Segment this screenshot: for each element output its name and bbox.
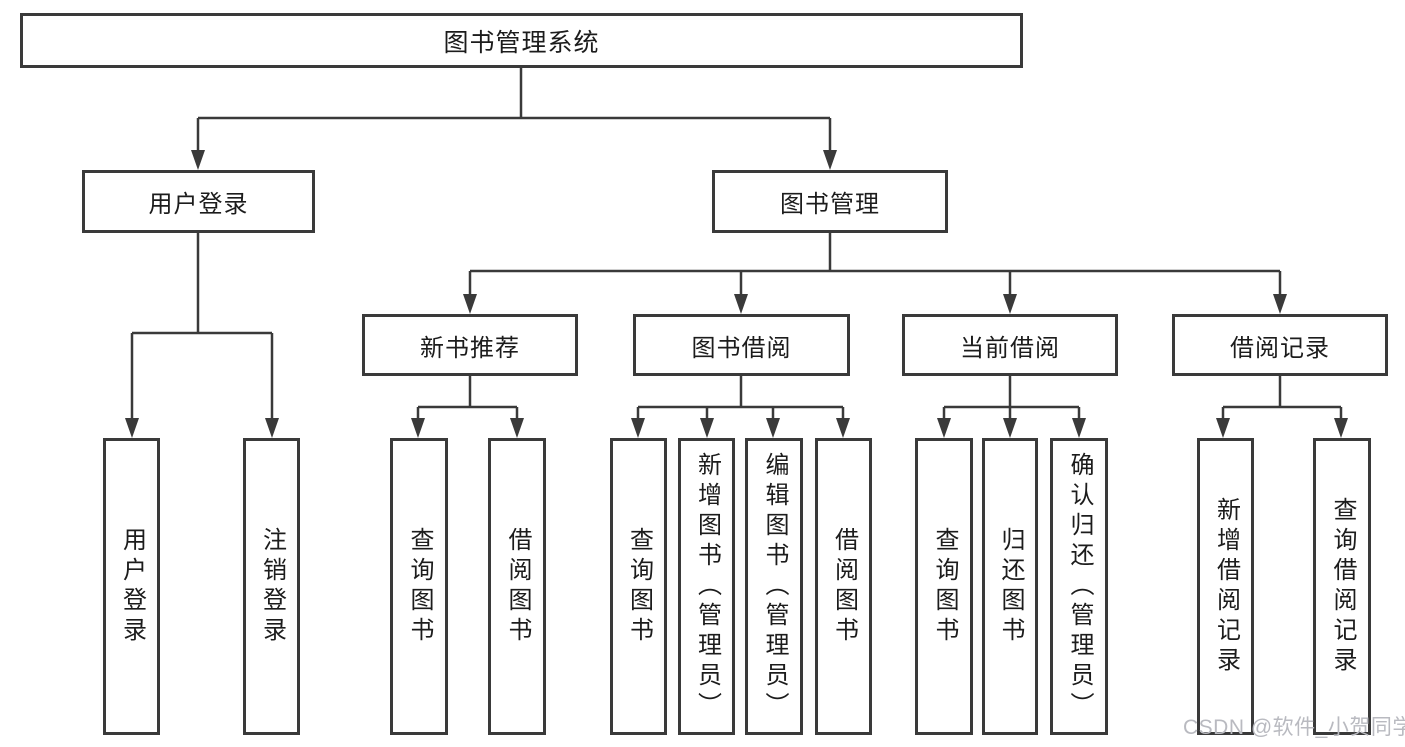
arrow-icon xyxy=(1273,294,1287,314)
node-query-books-borrowing: 查询图书 xyxy=(610,438,667,735)
arrow-icon xyxy=(265,418,279,438)
arrow-icon xyxy=(836,418,850,438)
connector-root-to-level2 xyxy=(196,68,832,151)
node-user-login-leaf-label: 用户登录 xyxy=(118,526,146,647)
node-borrow-books-recommend: 借阅图书 xyxy=(488,438,546,735)
node-new-book-recommendation: 新书推荐 xyxy=(362,314,578,376)
arrow-icon xyxy=(510,418,524,438)
arrow-icon xyxy=(631,418,645,438)
node-book-borrowing-label: 图书借阅 xyxy=(691,334,792,362)
connector-current-borrow-branch xyxy=(942,376,1081,419)
node-borrow-books-label: 借阅图书 xyxy=(830,526,858,647)
arrow-icon xyxy=(823,150,837,170)
node-user-login-leaf: 用户登录 xyxy=(103,438,160,735)
node-add-book-admin: 新增图书（管理员） xyxy=(678,438,735,735)
node-return-book: 归还图书 xyxy=(982,438,1038,735)
node-logout: 注销登录 xyxy=(243,438,300,735)
node-edit-book-admin-label: 编辑图书（管理员） xyxy=(761,451,788,722)
arrow-icon xyxy=(1003,294,1017,314)
arrow-icon xyxy=(1072,418,1086,438)
node-book-management-system: 图书管理系统 xyxy=(20,13,1023,68)
node-borrowing-records: 借阅记录 xyxy=(1172,314,1388,376)
node-book-management: 图书管理 xyxy=(712,170,948,233)
node-logout-label: 注销登录 xyxy=(258,526,286,647)
node-query-books-current: 查询图书 xyxy=(915,438,973,735)
arrow-icon xyxy=(700,418,714,438)
node-add-book-admin-label: 新增图书（管理员） xyxy=(693,451,721,722)
node-query-borrow-record: 查询借阅记录 xyxy=(1313,438,1371,735)
node-new-book-recommendation-label: 新书推荐 xyxy=(420,334,520,362)
node-current-borrowing: 当前借阅 xyxy=(902,314,1118,376)
node-query-books-recommend: 查询图书 xyxy=(390,438,448,735)
arrow-icon xyxy=(734,294,748,314)
node-borrow-books: 借阅图书 xyxy=(815,438,872,735)
node-user-login: 用户登录 xyxy=(82,170,315,233)
arrow-icon xyxy=(463,294,477,314)
arrow-icon xyxy=(411,418,425,438)
node-confirm-return-admin: 确认归还（管理员） xyxy=(1050,438,1108,735)
node-current-borrowing-label: 当前借阅 xyxy=(960,334,1060,362)
node-query-books-borrowing-label: 查询图书 xyxy=(625,526,653,647)
node-confirm-return-admin-label: 确认归还（管理员） xyxy=(1066,451,1093,722)
arrow-icon xyxy=(1003,418,1017,438)
arrow-icon xyxy=(1334,418,1348,438)
node-book-borrowing: 图书借阅 xyxy=(633,314,850,376)
connector-new-book-branch xyxy=(416,376,519,419)
connector-book-borrow-branch xyxy=(636,376,845,419)
node-borrowing-records-label: 借阅记录 xyxy=(1230,334,1330,362)
node-edit-book-admin: 编辑图书（管理员） xyxy=(745,438,803,735)
node-return-book-label: 归还图书 xyxy=(997,526,1024,647)
node-query-borrow-record-label: 查询借阅记录 xyxy=(1329,496,1356,677)
node-add-borrow-record-label: 新增借阅记录 xyxy=(1212,496,1240,677)
node-book-management-label: 图书管理 xyxy=(780,191,880,218)
arrow-icon xyxy=(191,150,205,170)
node-borrow-books-recommend-label: 借阅图书 xyxy=(504,526,531,647)
node-add-borrow-record: 新增借阅记录 xyxy=(1197,438,1254,735)
node-query-books-current-label: 查询图书 xyxy=(931,526,958,647)
watermark: CSDN @软件_小贺同学 xyxy=(1183,716,1405,739)
arrow-icon xyxy=(125,418,139,438)
connector-borrow-records-branch xyxy=(1221,376,1343,419)
arrow-icon xyxy=(937,418,951,438)
connector-user-login-branch xyxy=(130,233,274,419)
node-book-management-system-label: 图书管理系统 xyxy=(443,28,600,57)
node-user-login-label: 用户登录 xyxy=(148,191,249,218)
node-query-books-recommend-label: 查询图书 xyxy=(406,526,433,647)
arrow-icon xyxy=(766,418,780,438)
arrow-icon xyxy=(1216,418,1230,438)
connector-book-management-branch xyxy=(468,233,1282,295)
